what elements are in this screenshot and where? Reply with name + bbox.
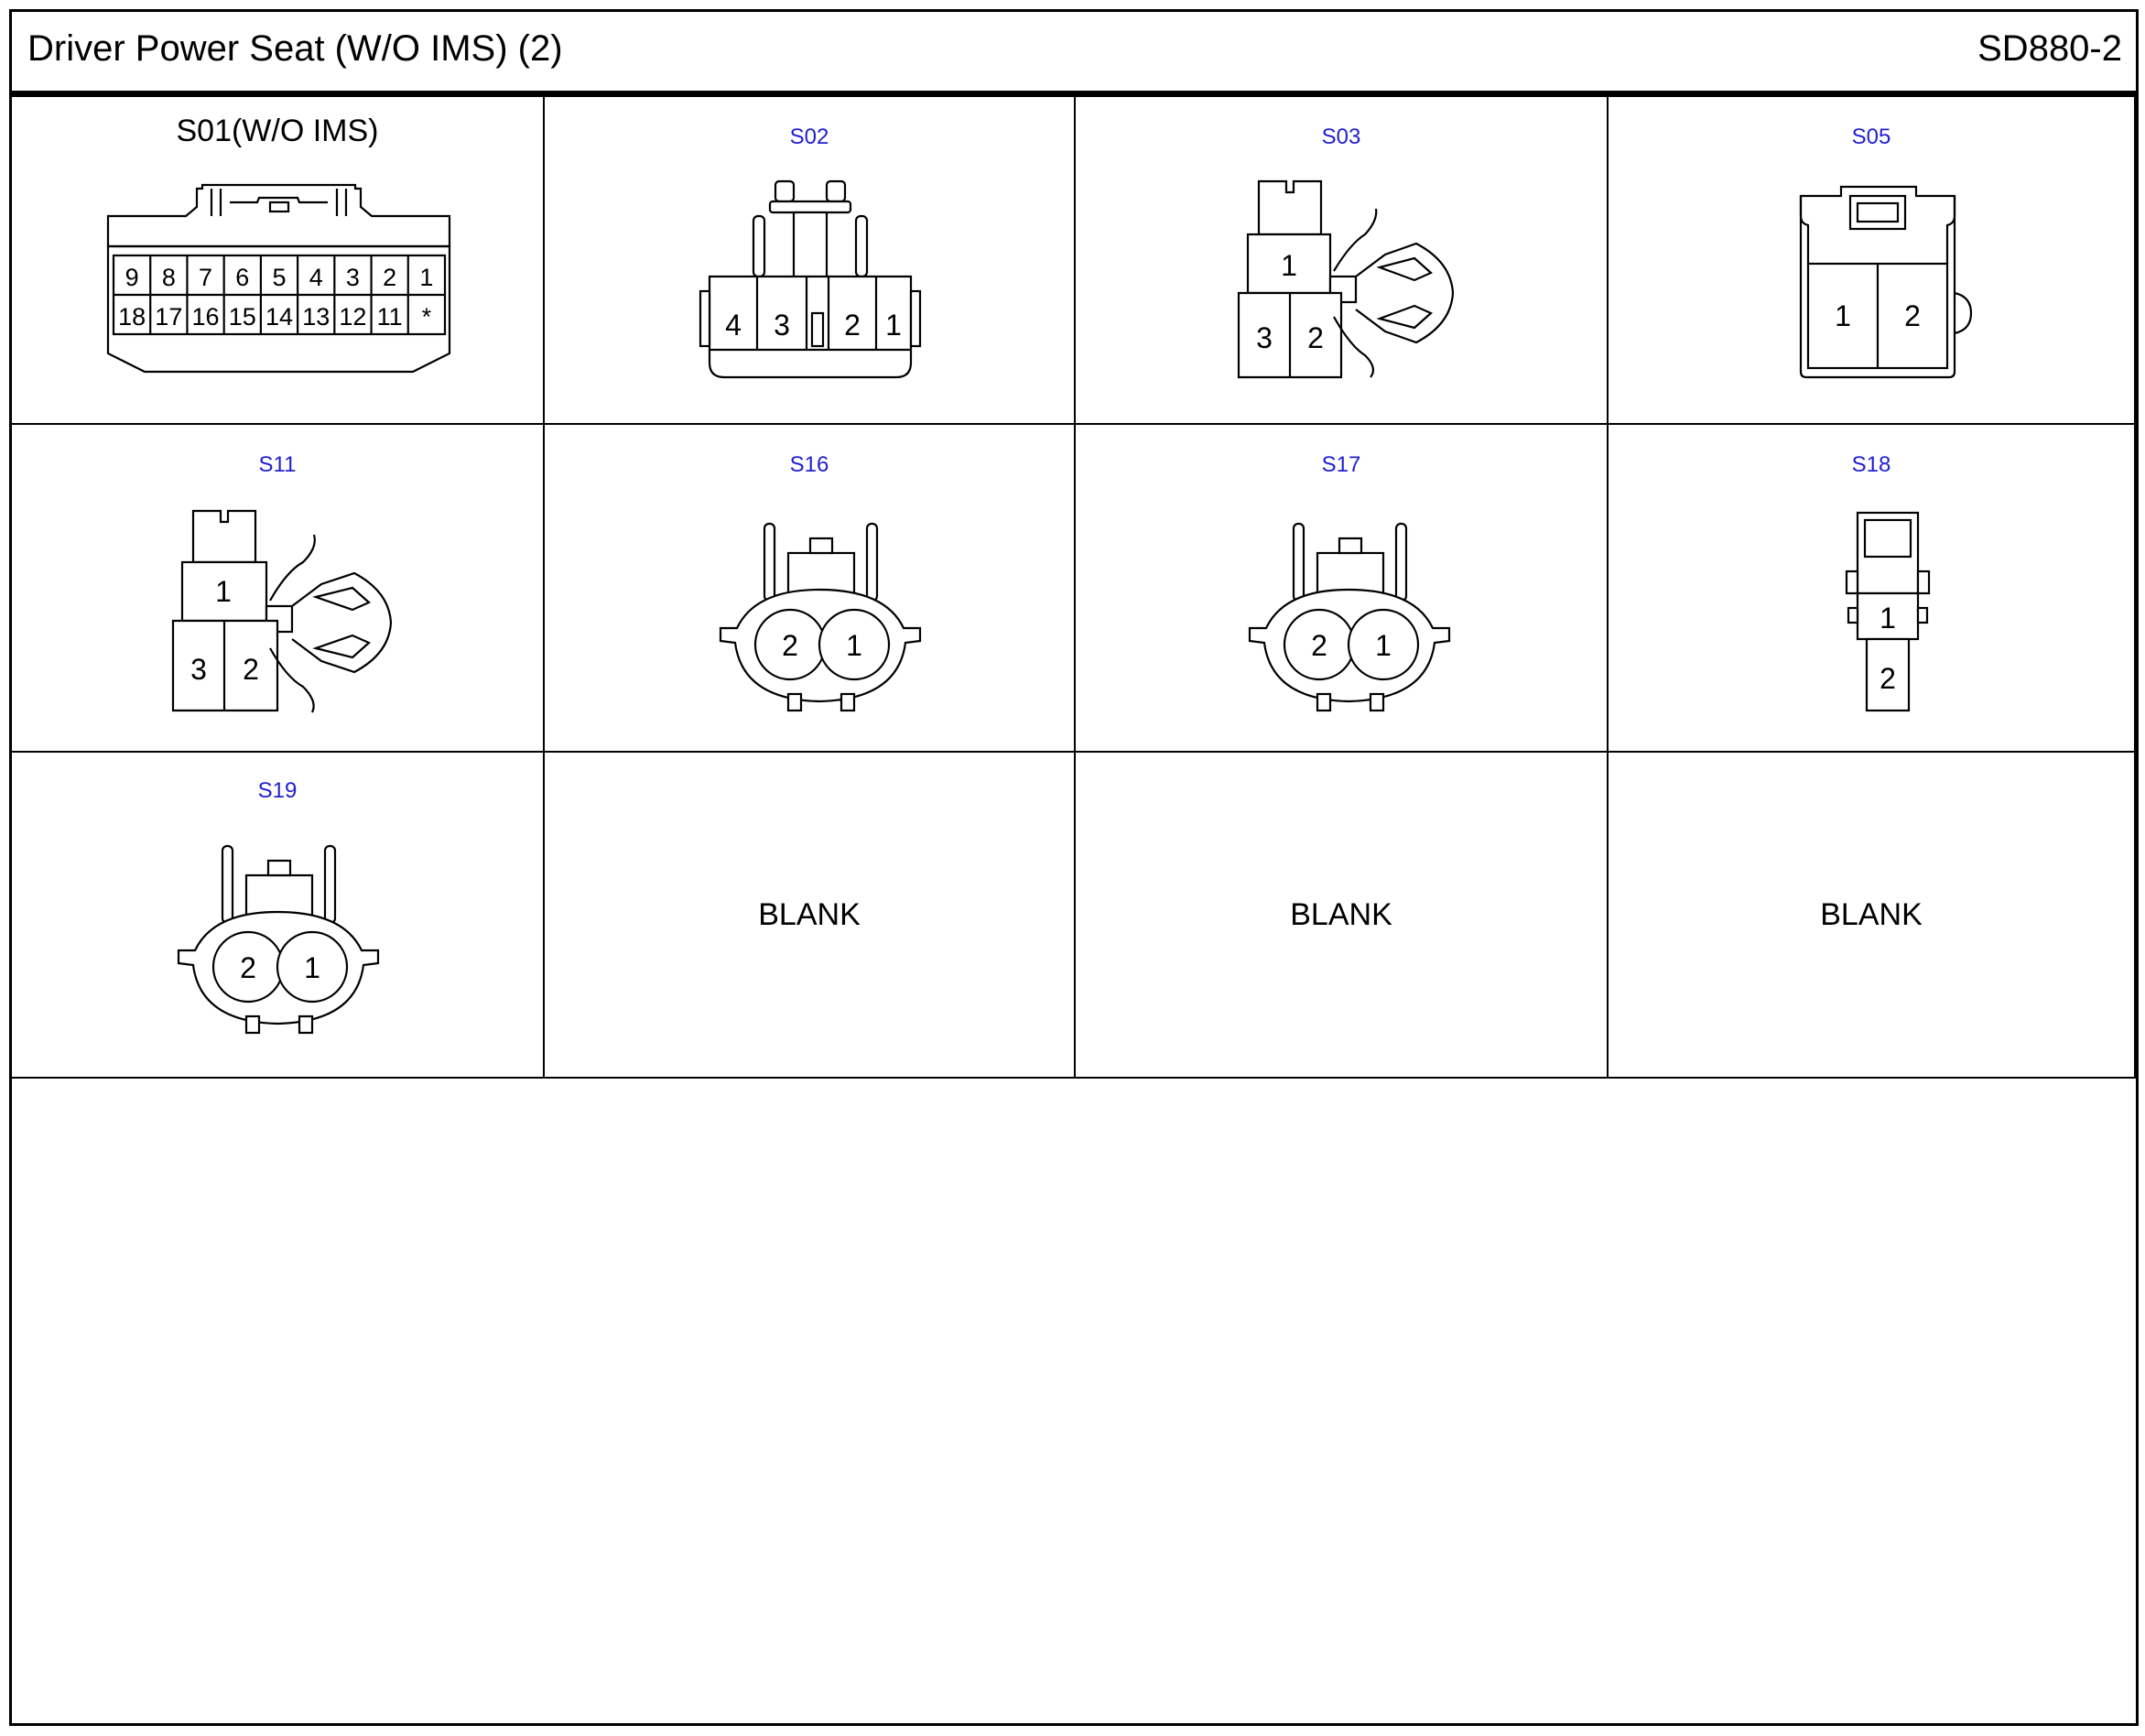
pin-label: 1 <box>1880 602 1896 635</box>
page-title: Driver Power Seat (W/O IMS) (2) <box>27 28 563 69</box>
pin-label: * <box>422 303 432 331</box>
pin-label: 1 <box>419 264 433 291</box>
pin-label: 2 <box>1904 299 1921 332</box>
pin-label: 12 <box>339 303 366 331</box>
pin-label: 2 <box>782 629 798 662</box>
pin-label: 3 <box>774 309 790 342</box>
blank-label: BLANK <box>1820 897 1923 932</box>
blank-label: BLANK <box>758 897 861 932</box>
pin-label: 1 <box>304 951 320 984</box>
connector-cell-s03: S03 1 3 2 <box>1076 97 1609 425</box>
pin-label: 14 <box>265 303 293 331</box>
connector-label: S02 <box>789 125 829 149</box>
connector-cell-s19: S19 2 1 <box>12 753 545 1079</box>
pin-label: 4 <box>309 264 323 291</box>
blank-cell: BLANK <box>545 753 1076 1079</box>
pin-label: 1 <box>1375 629 1392 662</box>
pin-label: 18 <box>118 303 146 331</box>
connector-cell-s05: S05 1 2 <box>1609 97 2136 425</box>
connector-s17-drawing: 2 1 <box>1248 522 1451 712</box>
title-bar: Driver Power Seat (W/O IMS) (2) SD880-2 <box>12 12 2136 97</box>
pin-label: 2 <box>383 264 396 291</box>
connector-s11-drawing: 1 3 2 <box>171 509 393 713</box>
blank-cell: BLANK <box>1076 753 1609 1079</box>
pin-label: 3 <box>190 653 207 686</box>
pin-label: 2 <box>243 653 259 686</box>
connector-cell-s18: S18 1 2 <box>1609 425 2136 753</box>
connector-label: S03 <box>1321 125 1361 149</box>
pin-label: 2 <box>1307 321 1324 354</box>
connector-label: S18 <box>1851 452 1891 477</box>
pin-label: 17 <box>155 303 182 331</box>
connector-s02-drawing: 4 3 2 1 <box>699 179 922 379</box>
pin-label: 5 <box>272 264 286 291</box>
pin-label: 13 <box>302 303 330 331</box>
connector-cell-s02: S02 4 3 2 1 <box>545 97 1076 425</box>
blank-cell: BLANK <box>1609 753 2136 1079</box>
connector-label: S16 <box>789 452 829 477</box>
connector-label: S11 <box>258 452 297 477</box>
connector-label: S05 <box>1851 125 1891 149</box>
pin-label: 11 <box>377 303 403 331</box>
pin-label: 8 <box>162 264 176 291</box>
connector-label: S01(W/O IMS) <box>176 114 379 148</box>
connector-cell-s17: S17 2 1 <box>1076 425 1609 753</box>
pin-label: 7 <box>199 264 212 291</box>
pin-label: 2 <box>1311 629 1327 662</box>
blank-label: BLANK <box>1290 897 1392 932</box>
pin-label: 1 <box>1835 299 1851 332</box>
pin-label: 3 <box>346 264 360 291</box>
pin-label: 1 <box>215 575 232 608</box>
pin-label: 1 <box>885 309 902 342</box>
pin-label: 1 <box>1281 249 1297 282</box>
pin-label: 2 <box>1880 662 1896 695</box>
connector-cell-s16: S16 2 1 <box>545 425 1076 753</box>
connector-label: S19 <box>257 778 298 803</box>
pin-label: 9 <box>125 264 139 291</box>
connector-cell-s11: S11 1 3 2 <box>12 425 545 753</box>
pin-label: 1 <box>846 629 862 662</box>
diagram-sheet: Driver Power Seat (W/O IMS) (2) SD880-2 … <box>9 9 2139 1726</box>
pin-label: 2 <box>844 309 861 342</box>
empty-area <box>12 1079 2136 1723</box>
connector-s16-drawing: 2 1 <box>719 522 922 712</box>
connector-label: S17 <box>1321 452 1361 477</box>
pin-label: 4 <box>725 309 742 342</box>
connector-s05-drawing: 1 2 <box>1799 185 1973 379</box>
pin-label: 15 <box>229 303 256 331</box>
pin-label: 16 <box>192 303 220 331</box>
pin-label: 6 <box>235 264 249 291</box>
pin-label: 2 <box>240 951 256 984</box>
connector-s18-drawing: 1 2 <box>1845 511 1931 712</box>
page-code: SD880-2 <box>1977 28 2122 69</box>
connector-s19-drawing: 2 1 <box>177 844 380 1035</box>
connector-s03-drawing: 1 3 2 <box>1237 179 1455 379</box>
pin-label: 3 <box>1256 321 1273 354</box>
